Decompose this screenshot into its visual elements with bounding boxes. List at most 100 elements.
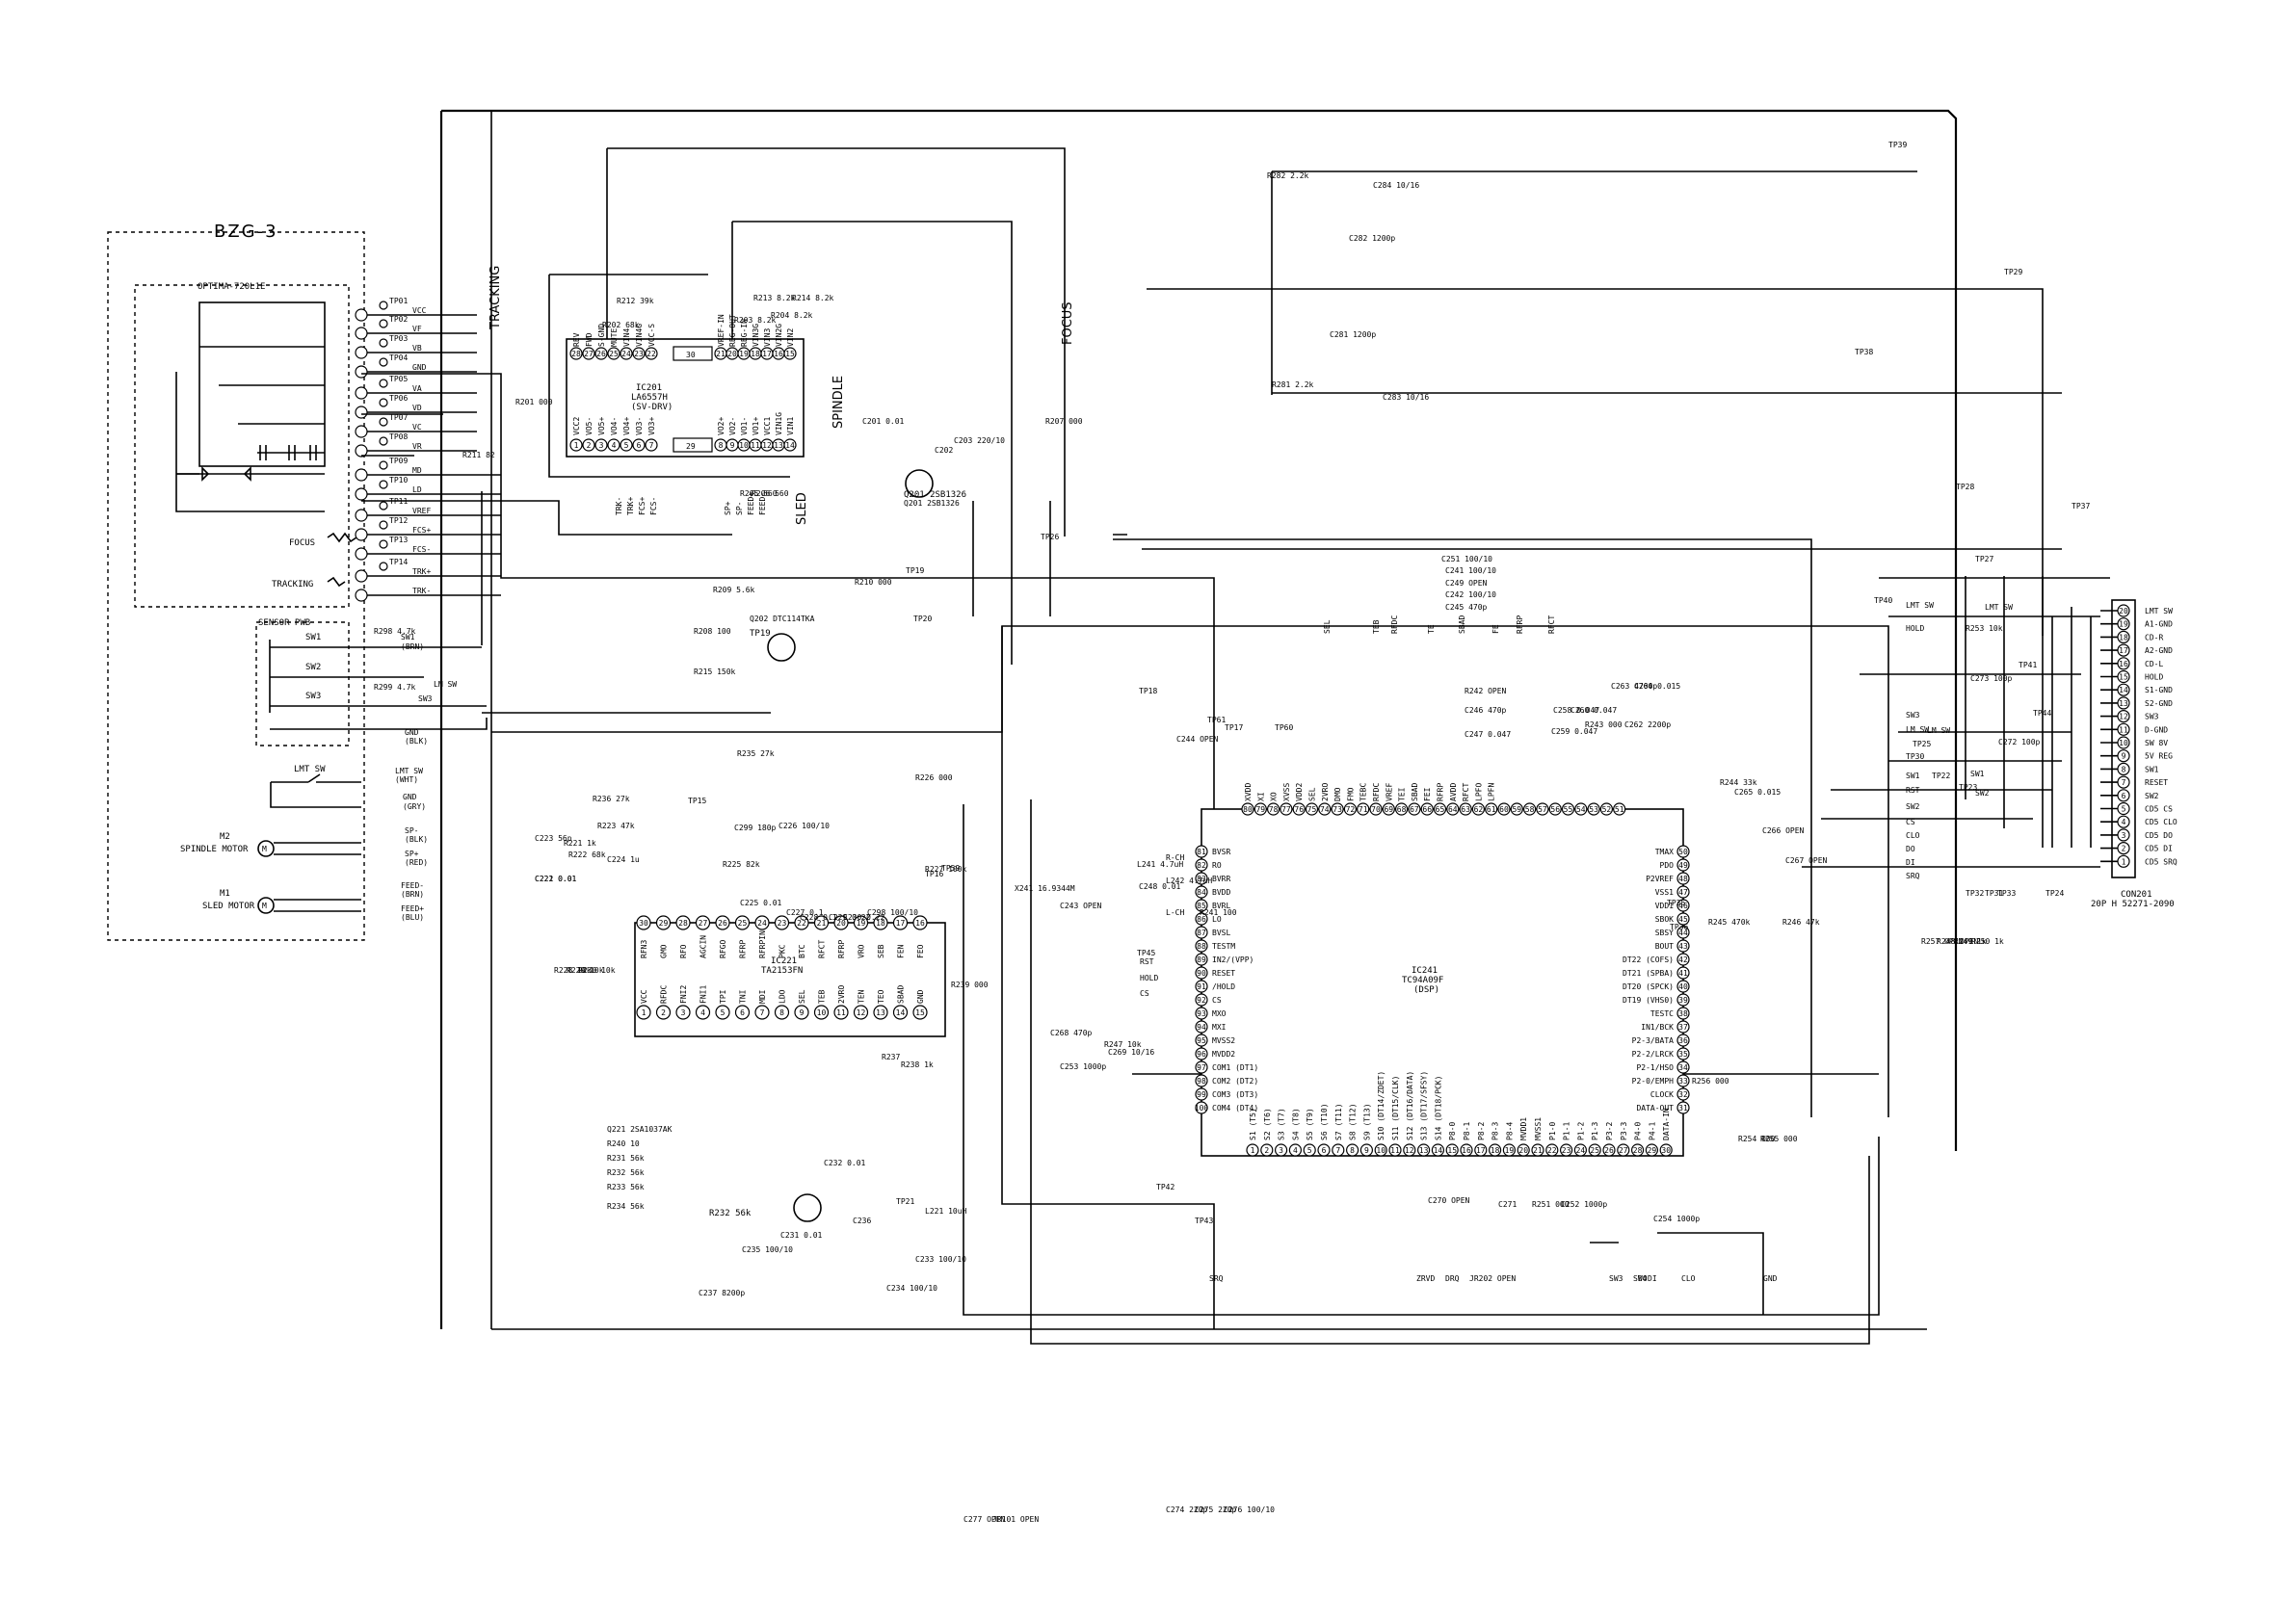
ic241-top-pin-54: 54 xyxy=(1576,805,1586,814)
ic241-top-name-4: VDD2 xyxy=(1295,783,1304,801)
ic241-top-name-16: AVDD xyxy=(1449,783,1458,801)
component-label-139: R256 000 xyxy=(1692,1077,1729,1086)
component-label-25: C284 10/16 xyxy=(1373,181,1419,190)
ic221-bot-name-13: SBAD xyxy=(897,985,906,1004)
ic201-bot-name-0: VCC2 xyxy=(572,417,581,435)
ic221-bot-pin-6-circle xyxy=(734,1005,751,1020)
component-label-52: R222 68k xyxy=(568,851,606,859)
ic221-top-name-8: BTC xyxy=(798,944,806,958)
pickup-signal-13: TRK+ xyxy=(412,567,431,576)
con201-signal-18: CD5 DI xyxy=(2145,845,2173,853)
component-label-79: C234 100/10 xyxy=(886,1284,937,1293)
ic241-left-pin-91: 91 xyxy=(1197,982,1206,991)
ic241-top-name-2: XO xyxy=(1270,792,1279,801)
component-label-41: TP23 xyxy=(1959,783,1977,792)
ic241-left-pin-82-circle xyxy=(1195,858,1208,872)
ic241-bot-pin-26-circle xyxy=(1602,1143,1616,1157)
ic241-top-name-1: XI xyxy=(1256,792,1265,801)
component-label-47: TP36 xyxy=(1670,923,1688,931)
component-label-10: C201 0.01 xyxy=(862,417,905,426)
sensor-line-sw1: SW1 xyxy=(401,633,415,641)
ic221-bot-name-6: MDI xyxy=(758,989,767,1004)
pickup-tp-dot-2 xyxy=(379,338,388,348)
ic201-top-name-3: MUTE xyxy=(610,328,619,347)
component-label-1: R201 000 xyxy=(515,398,553,406)
con201-signal-13: RESET xyxy=(2145,778,2168,787)
ic241-bot-pin-1: 1 xyxy=(1251,1146,1255,1155)
ic241-top-pin-56-circle xyxy=(1548,802,1562,816)
tracking-coil-label: TRACKING xyxy=(272,580,313,589)
ic241-left-pin-84-circle xyxy=(1195,885,1208,899)
ic241-bot-name-2: S3 (T7) xyxy=(1278,1108,1286,1140)
component-label-39: TP30 xyxy=(1906,752,1924,761)
component-label-77: C232 0.01 xyxy=(824,1159,866,1167)
ic241-bot-name-6: S7 (T11) xyxy=(1334,1103,1343,1140)
ic241-bot-pin-4-circle xyxy=(1288,1143,1303,1157)
ic241-bot-pin-11-circle xyxy=(1388,1143,1402,1157)
con201-signal-19: CD5 SRQ xyxy=(2145,857,2177,866)
ic241-bot-pin-18: 18 xyxy=(1491,1146,1500,1155)
ic241-top-pin-69-circle xyxy=(1382,802,1395,816)
dsp-label-0: R-CH xyxy=(1166,853,1184,862)
pickup-tp-6: TP07 xyxy=(389,413,408,422)
ic201-top-mid-pin-20: 20 xyxy=(727,350,737,358)
component-label-15: R208 100 xyxy=(694,627,731,636)
ic241-top-pin-56: 56 xyxy=(1550,805,1560,814)
ic241-left-pin-85-circle xyxy=(1195,899,1208,912)
component-label-146: C273 100p xyxy=(1970,674,2013,683)
pickup-tp-dot-0 xyxy=(379,301,388,310)
ic241-top-pin-64-circle xyxy=(1446,802,1460,816)
con201-signal-5: HOLD xyxy=(2145,673,2163,682)
component-label-45: TP24 xyxy=(2045,889,2064,898)
ic241-left-pin-90-circle xyxy=(1195,966,1208,980)
component-label-117: R243 000 xyxy=(1585,720,1623,729)
dsp-label-17: SW3 xyxy=(1609,1274,1623,1283)
ic241-left-name-6: BVSL xyxy=(1212,929,1230,937)
pickup-tp-dot-4 xyxy=(379,379,388,388)
component-label-74: R239 000 xyxy=(951,981,989,989)
ic241-top-pin-59-circle xyxy=(1510,802,1523,816)
ic241-left-pin-92-circle xyxy=(1195,993,1208,1007)
ic221-bot-pin-1: 1 xyxy=(642,1008,647,1017)
ic241-bot-pin-28-circle xyxy=(1630,1143,1645,1157)
ic201-top-pin-27: 27 xyxy=(584,350,594,358)
ic241-bot-name-8: S9 (T13) xyxy=(1362,1103,1371,1140)
ic201-pin-29-box xyxy=(673,437,713,453)
ic241-bot-name-22: P1-1 xyxy=(1563,1122,1571,1140)
ic241-top-pin-52-circle xyxy=(1599,802,1614,816)
component-label-76: C231 0.01 xyxy=(780,1231,823,1240)
ic241-bot-pin-10-circle xyxy=(1374,1143,1387,1157)
ic201-top-mid-pin-18: 18 xyxy=(751,350,760,358)
ic241-top-pin-67-circle xyxy=(1408,802,1421,816)
ic241-bot-pin-24-circle xyxy=(1573,1143,1588,1157)
con201-signal-1: A1-GND xyxy=(2145,620,2173,629)
ground-bus xyxy=(490,111,1927,1330)
ic241-right-pin-40: 40 xyxy=(1678,982,1688,991)
pickup-signal-6: VC xyxy=(412,423,422,432)
component-label-31: TP38 xyxy=(1855,348,1873,356)
ic241-right-name-2: P2VREF xyxy=(1646,875,1674,883)
ic201-bot-mid-pin-11: 11 xyxy=(751,441,760,450)
component-label-111: R242 OPEN xyxy=(1465,687,1507,695)
ic241-top-pin-60: 60 xyxy=(1499,805,1509,814)
ic221-bot-pin-9: 9 xyxy=(800,1008,805,1017)
ic221-bot-pin-15-circle xyxy=(912,1005,928,1020)
ic241-top-pin-80-circle xyxy=(1241,802,1254,816)
ic241-bot-pin-21-circle xyxy=(1531,1143,1544,1157)
pickup-signal-7: VR xyxy=(412,442,422,451)
ic221-bot-pin-3-circle xyxy=(675,1005,691,1020)
ic241-top-pin-62-circle xyxy=(1471,802,1486,816)
ic221-top-pin-30: 30 xyxy=(639,919,648,928)
ic201-bot-pin-7-circle xyxy=(645,438,658,452)
con201-pin-7: 7 xyxy=(2122,778,2126,787)
ic241-right-name-15: P2-2/LRCK xyxy=(1632,1050,1675,1059)
ic241-bot-name-4: S5 (T9) xyxy=(1306,1108,1314,1140)
component-label-19: Q202 DTC114TKA xyxy=(750,615,815,623)
ic241-top-pin-78-circle xyxy=(1266,802,1280,816)
ic241-top-pin-74-circle xyxy=(1318,802,1332,816)
ic221-top-pin-24: 24 xyxy=(757,919,767,928)
pickup-signal-9: LD xyxy=(412,485,422,494)
sp-minus: SP- xyxy=(405,826,418,835)
ic241-top-pin-65: 65 xyxy=(1436,805,1445,814)
ic221-bot-name-8: SEL xyxy=(798,989,806,1004)
